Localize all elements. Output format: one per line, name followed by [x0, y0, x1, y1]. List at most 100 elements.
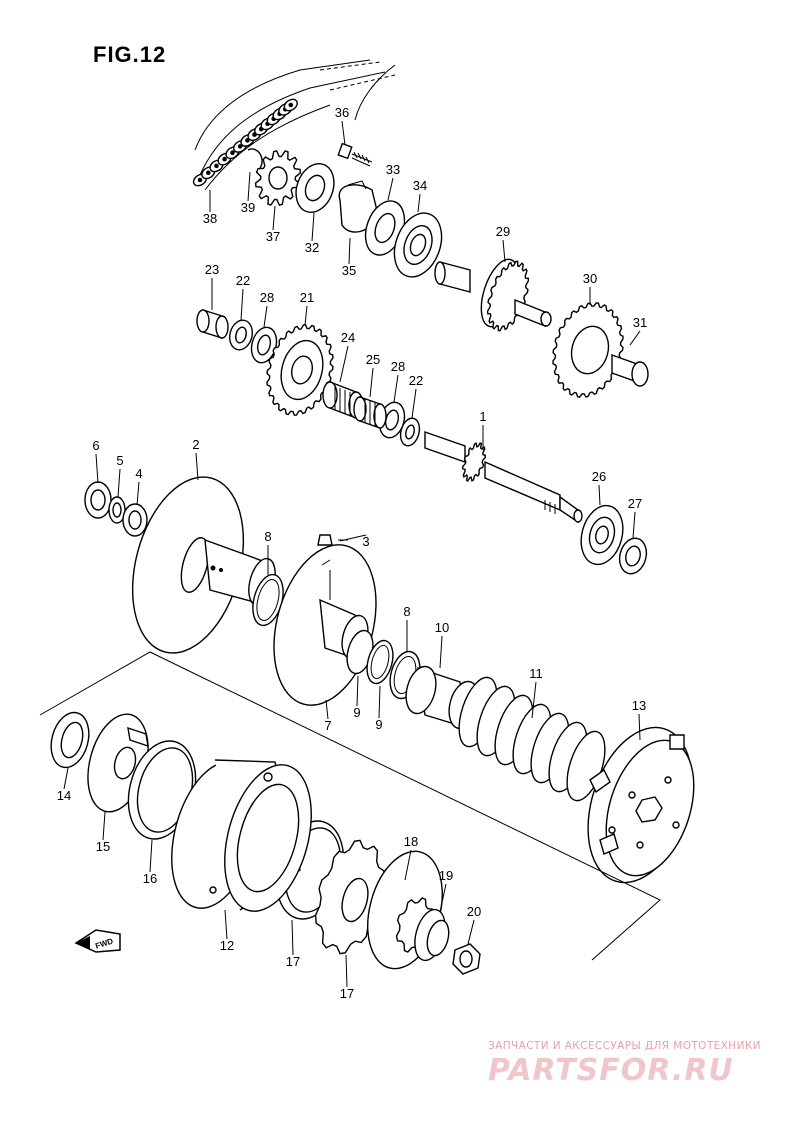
leader-line — [63, 767, 69, 790]
callout-29: 29 — [496, 224, 510, 239]
callout-14: 14 — [57, 788, 71, 803]
leader-line — [467, 919, 475, 945]
callout-25: 25 — [366, 352, 380, 367]
callout-13: 13 — [632, 698, 646, 713]
driven-face-2 — [131, 476, 276, 654]
chain-pin — [245, 138, 250, 143]
chain-pin — [214, 163, 219, 169]
callout-8: 8 — [264, 529, 271, 544]
group-frame — [39, 651, 661, 961]
callout-23: 23 — [205, 262, 219, 277]
seal-6 — [84, 481, 112, 519]
leader-line — [369, 367, 374, 398]
clutch-13 — [587, 726, 695, 884]
callout-32: 32 — [305, 240, 319, 255]
leader-line — [95, 453, 99, 484]
callout-34: 34 — [413, 178, 427, 193]
bearing-34 — [393, 212, 443, 278]
callout-24: 24 — [341, 330, 355, 345]
callout-26: 26 — [592, 469, 606, 484]
callout-22: 22 — [409, 373, 423, 388]
leader-line — [417, 193, 421, 213]
leader-line — [439, 883, 447, 913]
callout-18: 18 — [404, 834, 418, 849]
callout-5: 5 — [116, 453, 123, 468]
callout-16: 16 — [143, 871, 157, 886]
callout-30: 30 — [583, 271, 597, 286]
watermark-logo: PARTSFOR.RU — [488, 1053, 734, 1088]
chain-pin — [197, 177, 203, 183]
leader-line — [311, 212, 315, 242]
callout-3: 3 — [362, 534, 369, 549]
callout-28: 28 — [260, 290, 274, 305]
drive-shaft-1 — [424, 431, 583, 524]
fwd-arrow-icon: FWD — [74, 929, 121, 953]
bearing-26 — [580, 504, 624, 566]
leader-line — [136, 481, 140, 506]
bolt-36 — [337, 142, 373, 167]
callout-17: 17 — [340, 986, 354, 1001]
drive-chain-38 — [192, 59, 396, 191]
leader-line — [339, 345, 349, 383]
seal-9-right — [366, 639, 394, 685]
chain-pin — [288, 102, 294, 108]
callout-12: 12 — [220, 938, 234, 953]
seal-27 — [618, 537, 648, 575]
callout-33: 33 — [386, 162, 400, 177]
leader-line — [638, 713, 641, 741]
leader-line — [240, 288, 244, 321]
leader-line — [272, 205, 276, 231]
o-ring-8-left — [252, 573, 284, 627]
leader-line — [263, 305, 268, 328]
leader-line — [531, 681, 537, 719]
leader-line — [341, 120, 346, 146]
callout-17: 17 — [286, 954, 300, 969]
callout-7: 7 — [324, 718, 331, 733]
leader-line — [632, 511, 636, 539]
leader-line — [345, 954, 348, 988]
callout-20: 20 — [467, 904, 481, 919]
output-shaft-29 — [434, 258, 552, 332]
gear-30 — [552, 302, 624, 398]
nut-20 — [452, 943, 481, 975]
callout-19: 19 — [439, 868, 453, 883]
callout-27: 27 — [628, 496, 642, 511]
callout-31: 31 — [633, 315, 647, 330]
callout-layer: 1234567889910111213141516171718192021222… — [57, 105, 647, 1001]
leader-line — [387, 177, 394, 201]
leader-line — [224, 909, 228, 940]
movable-face-7 — [273, 544, 377, 706]
spring-11 — [458, 676, 606, 802]
callout-4: 4 — [135, 466, 142, 481]
callout-21: 21 — [300, 290, 314, 305]
chain-pin — [230, 150, 235, 155]
chain-pin — [222, 156, 227, 162]
bushing-31 — [611, 354, 649, 387]
leader-line — [325, 699, 329, 720]
leader-line — [356, 675, 359, 707]
leader-line — [629, 330, 641, 346]
leader-line — [393, 374, 399, 403]
leader-line — [439, 635, 443, 669]
leader-line — [247, 171, 251, 202]
chain-pin — [206, 170, 211, 176]
leader-line — [149, 839, 153, 873]
callout-11: 11 — [529, 666, 543, 681]
callout-37: 37 — [266, 229, 280, 244]
gear-21 — [266, 324, 334, 416]
leader-line — [502, 239, 506, 263]
callout-9: 9 — [375, 717, 382, 732]
callout-36: 36 — [335, 105, 349, 120]
sprocket-37 — [254, 149, 302, 207]
callout-15: 15 — [96, 839, 110, 854]
needle-bearing-23 — [196, 309, 229, 339]
leader-line — [195, 452, 199, 481]
callout-22: 22 — [236, 273, 250, 288]
callout-35: 35 — [342, 263, 356, 278]
callout-38: 38 — [203, 211, 217, 226]
clutch-housing-12 — [171, 759, 312, 912]
leader-line — [304, 305, 308, 326]
leader-line — [411, 388, 417, 419]
callout-8: 8 — [403, 604, 410, 619]
